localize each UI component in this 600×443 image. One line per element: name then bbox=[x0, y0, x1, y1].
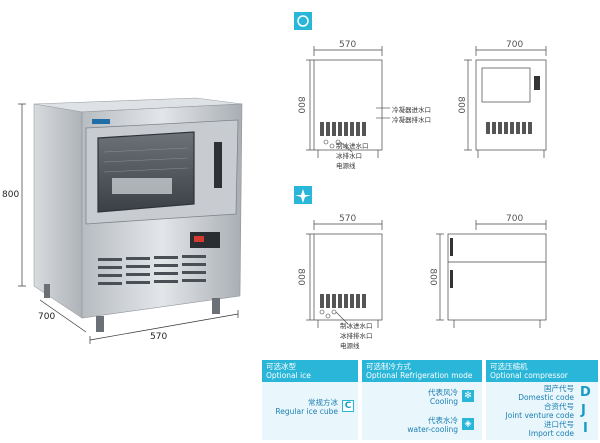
air-cooling-item: 代表风冷 Cooling bbox=[364, 388, 458, 406]
refrigeration-option-header: 可选制冷方式 Optional Refrigeration mode bbox=[362, 360, 482, 382]
top-side-height-label: 800 bbox=[455, 96, 466, 114]
import-code-en: Import code bbox=[528, 429, 574, 438]
refrigeration-title-cn: 可选制冷方式 bbox=[366, 362, 411, 371]
joint-venture-code-cn: 合资代号 bbox=[544, 402, 574, 411]
top-label-1: 冷凝器进水口 bbox=[392, 106, 431, 114]
compressor-title-cn: 可选压缩机 bbox=[490, 362, 528, 371]
air-cooling-cn: 代表风冷 bbox=[428, 388, 458, 397]
air-cooling-en: Cooling bbox=[429, 397, 458, 406]
domestic-code-cn: 国产代号 bbox=[544, 384, 574, 393]
door-handle bbox=[214, 142, 222, 188]
door-window bbox=[97, 131, 195, 213]
compressor-title-en: Optional compressor bbox=[490, 371, 568, 380]
top-label-4: 冰排水口 bbox=[336, 152, 362, 160]
water-cooling-en: water-cooling bbox=[407, 425, 458, 434]
bottom-side-view bbox=[447, 233, 547, 321]
front-vents bbox=[98, 255, 206, 285]
import-code-letter: I bbox=[583, 421, 588, 436]
top-front-width-label: 570 bbox=[339, 40, 357, 50]
bottom-side-height-label: 800 bbox=[427, 268, 438, 286]
ice-item-en: Regular ice cube bbox=[275, 407, 338, 416]
water-cooling-icon bbox=[294, 12, 312, 30]
ice-option-item: 常规方冰 Regular ice cube bbox=[264, 398, 338, 416]
refrigeration-title-en: Optional Refrigeration mode bbox=[366, 371, 473, 380]
compressor-option-header: 可选压缩机 Optional compressor bbox=[486, 360, 598, 382]
refrigeration-option-panel: 可选制冷方式 Optional Refrigeration mode 代表风冷 … bbox=[362, 360, 482, 440]
joint-venture-code-en: Joint venture code bbox=[505, 411, 574, 420]
top-side-width-label: 700 bbox=[506, 40, 524, 50]
domestic-code-item: 国产代号 Domestic code bbox=[488, 384, 574, 402]
fan-icon: ✻ bbox=[462, 390, 474, 402]
top-label-3: 制冰进水口 bbox=[336, 142, 369, 150]
bottom-side-width-label: 700 bbox=[506, 214, 524, 224]
top-front-view bbox=[313, 59, 383, 151]
bottom-label-2: 冰排排水口 bbox=[340, 332, 373, 340]
bottom-front-view bbox=[313, 233, 383, 321]
ice-option-panel: 可选冰型 Optional ice 常规方冰 Regular ice cube … bbox=[262, 360, 358, 440]
compressor-option-panel: 可选压缩机 Optional compressor 国产代号 Domestic … bbox=[486, 360, 598, 440]
dimension-height-label: 800 bbox=[2, 190, 20, 200]
bottom-front-width-label: 570 bbox=[339, 214, 357, 224]
ice-item-cn: 常规方冰 bbox=[308, 398, 338, 407]
ice-cube-badge: C bbox=[342, 400, 354, 412]
bottom-front-height-label: 800 bbox=[295, 268, 306, 286]
water-cooling-item: 代表水冷 water-cooling bbox=[364, 416, 458, 434]
water-cooling-cn: 代表水冷 bbox=[428, 416, 458, 425]
top-front-height-label: 800 bbox=[295, 96, 306, 114]
bottom-label-3: 电源线 bbox=[340, 342, 360, 350]
top-side-view bbox=[475, 59, 547, 151]
air-cooling-icon bbox=[294, 186, 312, 204]
ice-option-header: 可选冰型 Optional ice bbox=[262, 360, 358, 382]
dimension-depth-label: 700 bbox=[38, 312, 56, 322]
top-label-5: 电源线 bbox=[336, 162, 356, 170]
bottom-label-1: 制冰进水口 bbox=[340, 322, 373, 330]
machine-side bbox=[33, 103, 83, 319]
dimension-width-label: 570 bbox=[150, 332, 168, 342]
ice-option-title-en: Optional ice bbox=[266, 371, 311, 380]
ice-machine-illustration bbox=[18, 97, 243, 344]
ice-option-title-cn: 可选冰型 bbox=[266, 362, 296, 371]
joint-venture-code-item: 合资代号 Joint venture code bbox=[488, 402, 574, 420]
domestic-code-en: Domestic code bbox=[518, 393, 574, 402]
technical-drawings bbox=[294, 12, 547, 328]
joint-venture-code-letter: J bbox=[581, 403, 586, 418]
water-drop-icon: ◈ bbox=[462, 418, 474, 430]
machine-legs bbox=[44, 284, 220, 332]
import-code-cn: 进口代号 bbox=[544, 420, 574, 429]
brand-logo bbox=[92, 119, 110, 124]
import-code-item: 进口代号 Import code bbox=[488, 420, 574, 438]
domestic-code-letter: D bbox=[580, 385, 591, 400]
top-label-2: 冷凝器排水口 bbox=[392, 116, 431, 124]
